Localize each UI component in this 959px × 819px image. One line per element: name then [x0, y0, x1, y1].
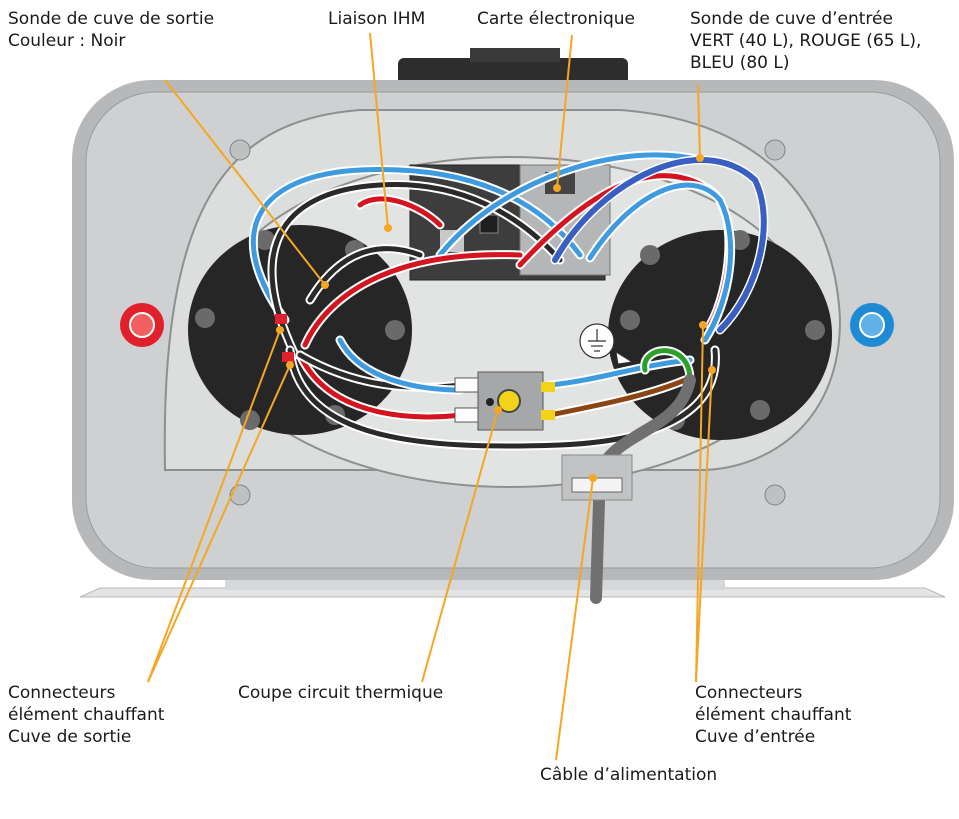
- label-line: Câble d’alimentation: [540, 765, 718, 785]
- label-line: Couleur : Noir: [8, 31, 126, 51]
- label-line: Sonde de cuve de sortie: [8, 9, 215, 29]
- leader-coupe-circuit: [421, 409, 499, 683]
- leader-connecteur-entree-1: [695, 324, 704, 683]
- leader-endpoints: [276, 154, 716, 482]
- leader-sonde-sortie: [164, 79, 326, 286]
- label-coupe-circuit: Coupe circuit thermique: [238, 682, 443, 704]
- leader-carte: [556, 34, 573, 189]
- label-line: VERT (40 L), ROUGE (65 L),: [690, 31, 922, 51]
- heater-connector-left-top: [275, 314, 287, 324]
- leader-connecteur-entree-2: [695, 369, 713, 683]
- label-line: Liaison IHM: [328, 9, 426, 29]
- heater-flange-right: [608, 230, 832, 440]
- leader-liaison-ihm: [369, 32, 389, 229]
- hot-water-connector: [120, 303, 164, 347]
- label-line: Connecteurs: [695, 683, 803, 703]
- heater-connector-left-bottom: [282, 352, 294, 362]
- label-liaison-ihm: Liaison IHM: [328, 8, 425, 30]
- leader-connecteur-sortie-1: [147, 329, 281, 683]
- heater-flange-left: [188, 225, 412, 435]
- label-line: Carte électronique: [477, 9, 635, 29]
- label-connecteurs-entree: Connecteurs élément chauffant Cuve d’ent…: [695, 682, 851, 748]
- label-line: Sonde de cuve d’entrée: [690, 9, 893, 29]
- label-line: Coupe circuit thermique: [238, 683, 444, 703]
- leader-sonde-entree: [697, 84, 701, 159]
- label-line: élément chauffant: [695, 705, 852, 725]
- label-carte-electronique: Carte électronique: [477, 8, 635, 30]
- label-sonde-entree: Sonde de cuve d’entrée VERT (40 L), ROUG…: [690, 8, 921, 74]
- cable-gland: [561, 454, 633, 501]
- label-line: élément chauffant: [8, 705, 165, 725]
- label-line: BLEU (80 L): [690, 53, 790, 73]
- leader-cable: [555, 477, 594, 761]
- leader-lines: [147, 32, 713, 761]
- cold-water-connector: [850, 303, 894, 347]
- label-cable-alimentation: Câble d’alimentation: [540, 764, 717, 786]
- thermal-cutout: [454, 371, 555, 431]
- label-line: Connecteurs: [8, 683, 116, 703]
- leader-connecteur-sortie-2: [147, 364, 291, 683]
- label-sonde-sortie: Sonde de cuve de sortie Couleur : Noir: [8, 8, 214, 52]
- label-line: Cuve de sortie: [8, 727, 132, 747]
- label-connecteurs-sortie: Connecteurs élément chauffant Cuve de so…: [8, 682, 164, 748]
- label-line: Cuve d’entrée: [695, 727, 816, 747]
- earth-ground-icon: [579, 323, 634, 365]
